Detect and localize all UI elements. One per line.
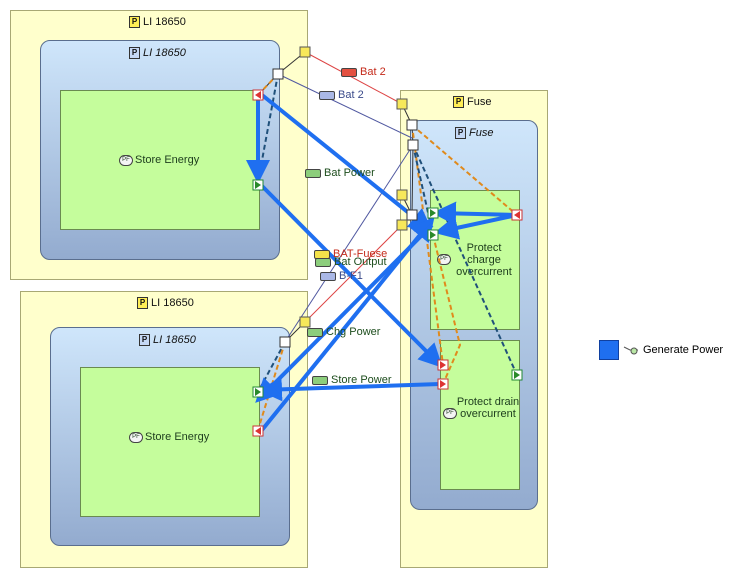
legend-label: Generate Power: [643, 344, 724, 356]
exchange-icon: [312, 375, 328, 385]
component-icon: P: [129, 47, 140, 59]
function-icon: PF: [119, 154, 133, 166]
legend: Generate Power: [599, 340, 723, 360]
ports: [252, 46, 523, 437]
store-energy-bottom-label: PF Store Energy: [129, 431, 209, 443]
protect-drain-label: Protect drain overcurrent: [456, 396, 520, 420]
generate-power-flows: [246, 93, 518, 432]
function-icon: PF: [443, 408, 457, 419]
exchange-b-f1[interactable]: B-F1: [320, 270, 363, 282]
exchange-icon: [319, 90, 335, 100]
function-icon: PF: [129, 431, 143, 443]
legend-swatch: [599, 340, 619, 360]
link-bat2-red: [304, 51, 403, 105]
part-icon: P: [453, 96, 464, 108]
protect-drain-icon-wrap: PF: [443, 408, 459, 419]
exchange-bat2-red[interactable]: Bat 2: [341, 66, 386, 78]
battery-bottom-component-title: P LI 18650: [139, 334, 196, 346]
exchange-icon: [341, 67, 357, 77]
store-energy-top-function[interactable]: [60, 90, 260, 230]
exchange-bat-power[interactable]: Bat Power: [305, 167, 375, 179]
part-icon: P: [137, 297, 148, 309]
exchange-bat2-blue[interactable]: Bat 2: [319, 89, 364, 101]
component-icon: P: [139, 334, 150, 346]
exchange-icon: [315, 257, 331, 267]
exchange-store-power[interactable]: Store Power: [312, 374, 392, 386]
protect-charge-icon-wrap: PF: [437, 254, 453, 265]
battery-top-component-title: P LI 18650: [129, 47, 186, 59]
link-bat2-blue: [277, 73, 413, 139]
store-energy-bottom-function[interactable]: [80, 367, 260, 517]
battery-bottom-title: P LI 18650: [137, 297, 194, 309]
link-bat-fuse: [304, 224, 403, 323]
exchange-bat-output[interactable]: Bat Output: [315, 256, 387, 268]
function-icon: PF: [437, 254, 451, 265]
exchange-icon: [320, 271, 336, 281]
component-icon: P: [455, 127, 466, 139]
fuse-component-title: P Fuse: [455, 127, 493, 139]
exchange-icon: [305, 168, 321, 178]
protect-charge-label: Protect charge overcurrent: [456, 242, 512, 278]
store-energy-top-label: PF Store Energy: [119, 154, 199, 166]
exchange-icon: [623, 346, 638, 355]
part-icon: P: [129, 16, 140, 28]
exchange-icon: [307, 327, 323, 337]
fuse-title: P Fuse: [453, 96, 491, 108]
link-b-f1: [284, 144, 414, 343]
exchange-chg-power[interactable]: Chg Power: [307, 326, 380, 338]
battery-top-title: P LI 18650: [129, 16, 186, 28]
